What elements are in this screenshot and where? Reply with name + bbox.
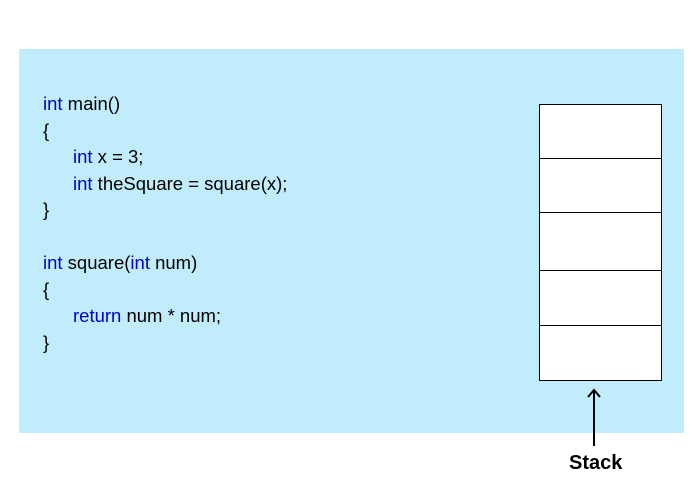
- code-line: int main(): [43, 91, 287, 118]
- code-line: int square(int num): [43, 250, 287, 277]
- code-line: }: [43, 197, 287, 224]
- code-text: }: [43, 199, 50, 220]
- code-keyword: int: [73, 146, 93, 167]
- code-text: }: [43, 331, 50, 353]
- code-text: {: [43, 119, 50, 141]
- code-line: [43, 224, 287, 251]
- code-text: theSquare = square(x);: [92, 172, 288, 194]
- stack-cell: [539, 325, 662, 381]
- stack-cell: [539, 104, 662, 159]
- code-line: {: [43, 277, 287, 304]
- code-text: x = 3;: [92, 146, 144, 167]
- stack-cell: [539, 212, 662, 271]
- code-text: main(): [62, 93, 121, 114]
- up-arrow-icon: [587, 388, 601, 446]
- stack-cell: [539, 158, 662, 213]
- code-text: num * num;: [121, 305, 222, 326]
- stack-diagram: [539, 104, 662, 381]
- stack-cell: [539, 270, 662, 326]
- code-keyword: int: [43, 93, 63, 114]
- code-block: int main(){int x = 3;int theSquare = squ…: [43, 91, 287, 356]
- code-line: return num * num;: [43, 303, 287, 330]
- stack-label: Stack: [569, 452, 623, 474]
- code-line: }: [43, 330, 287, 357]
- code-text: num): [149, 252, 198, 273]
- code-keyword: int: [43, 252, 63, 273]
- code-keyword: int: [73, 172, 93, 194]
- code-text: {: [43, 278, 50, 300]
- code-text: square(: [62, 252, 131, 273]
- code-line: int theSquare = square(x);: [43, 171, 287, 198]
- code-keyword: return: [73, 305, 122, 326]
- code-line: int x = 3;: [43, 144, 287, 171]
- code-keyword: int: [130, 252, 150, 273]
- code-line: {: [43, 118, 287, 145]
